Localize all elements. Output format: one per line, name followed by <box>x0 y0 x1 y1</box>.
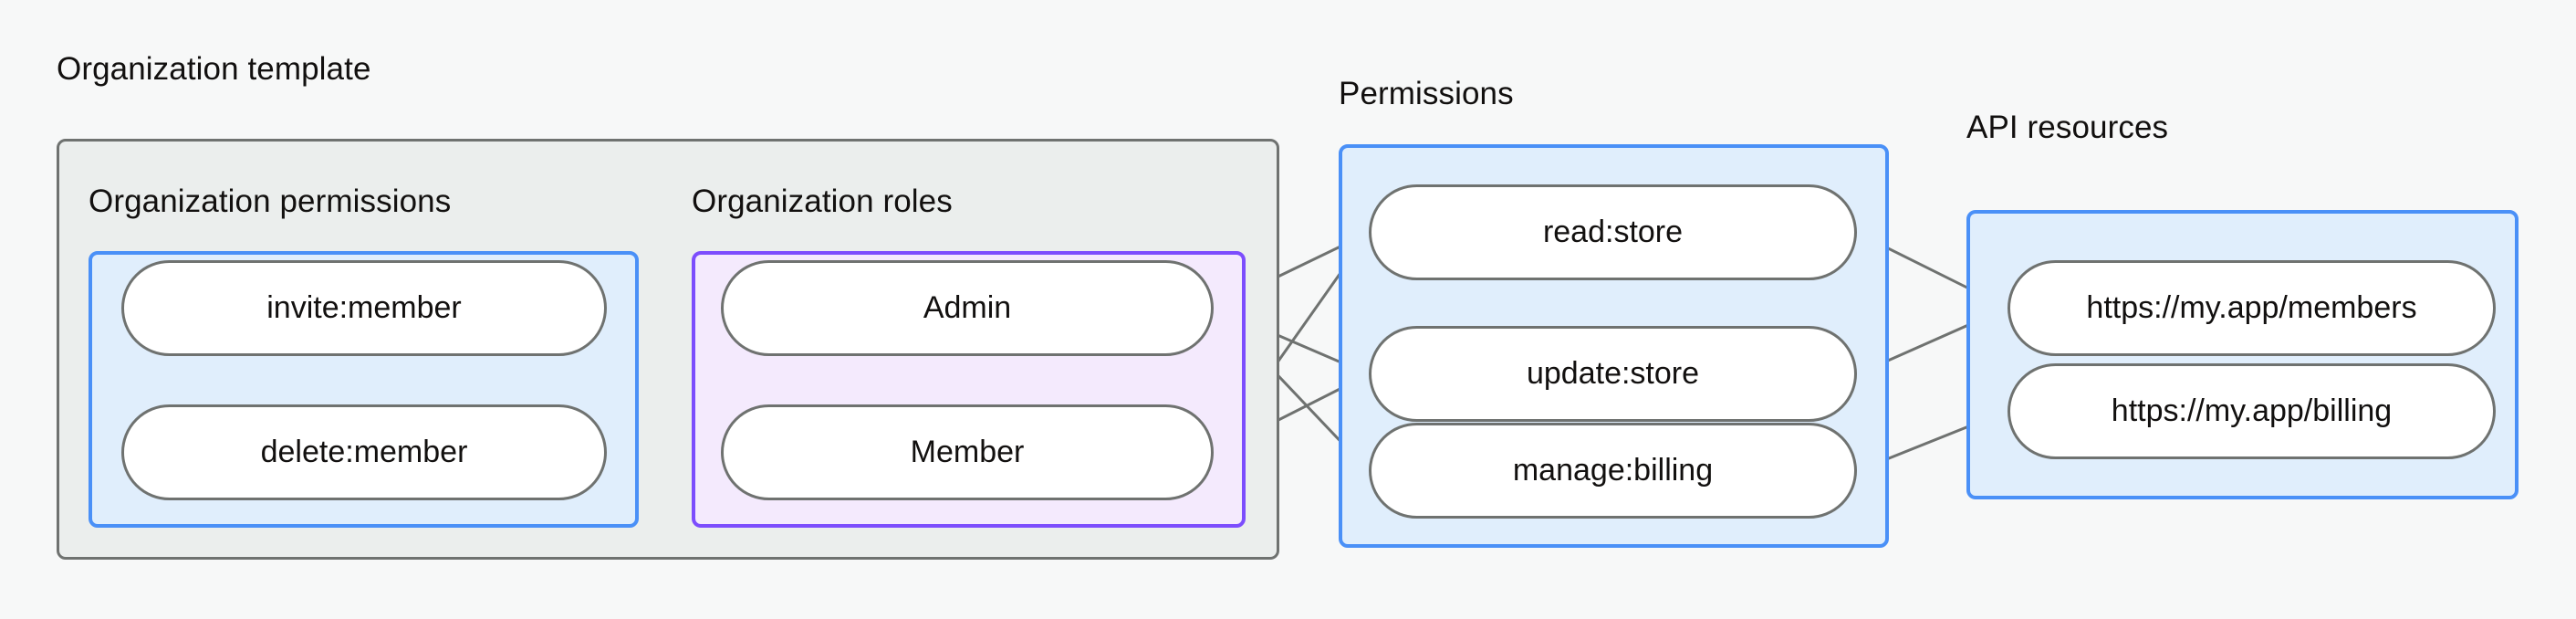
organization-template-label: Organization template <box>57 51 371 87</box>
node-update-store[interactable]: update:store <box>1369 326 1857 422</box>
node-member[interactable]: Member <box>721 404 1214 500</box>
organization-permissions-label: Organization permissions <box>89 184 452 219</box>
organization-roles-label: Organization roles <box>692 184 953 219</box>
node-invite-member[interactable]: invite:member <box>121 260 607 356</box>
node-read-store[interactable]: read:store <box>1369 184 1857 280</box>
api-resources-label: API resources <box>1966 110 2169 145</box>
node-admin[interactable]: Admin <box>721 260 1214 356</box>
node-members-resource[interactable]: https://my.app/members <box>2008 260 2496 356</box>
permissions-label: Permissions <box>1339 76 1514 111</box>
node-delete-member[interactable]: delete:member <box>121 404 607 500</box>
node-billing-resource[interactable]: https://my.app/billing <box>2008 363 2496 459</box>
node-manage-billing[interactable]: manage:billing <box>1369 423 1857 519</box>
